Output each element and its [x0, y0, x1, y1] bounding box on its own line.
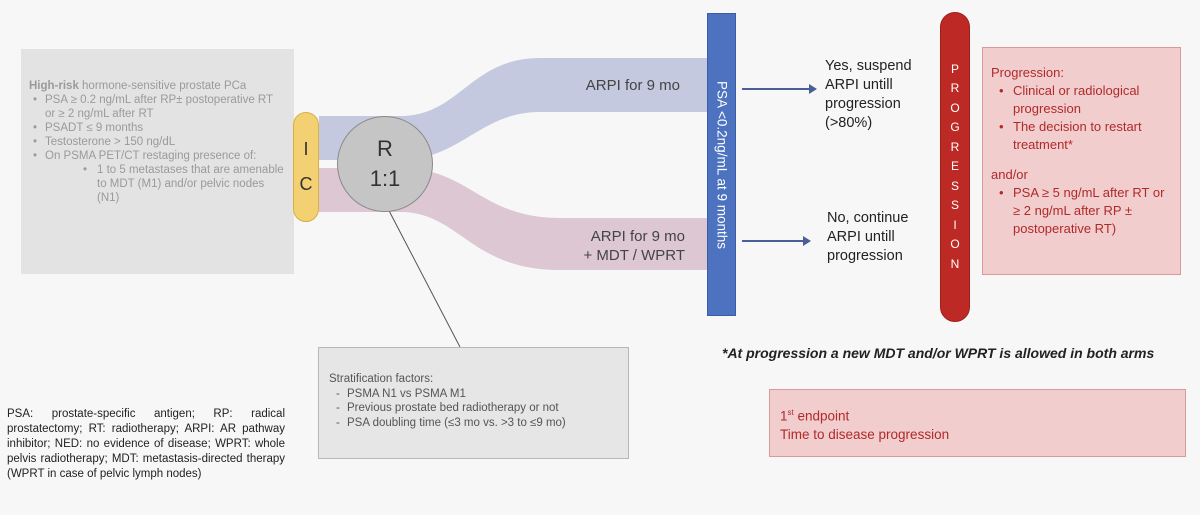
- randomization-circle: R 1:1: [337, 116, 433, 212]
- criteria-list-2: PSA ≥ 5 ng/mL after RT or ≥ 2 ng/mL afte…: [991, 184, 1172, 238]
- endpoint-title: 1st endpoint: [780, 408, 850, 424]
- criteria-item: Clinical or radiological progression: [999, 82, 1172, 118]
- progression-letter: O: [950, 100, 960, 115]
- criteria-item: PSA ≥ 5 ng/mL after RT or ≥ 2 ng/mL afte…: [999, 184, 1172, 238]
- lower-arm-line1: ARPI for 9 mo: [590, 228, 685, 245]
- psa-threshold-bar: PSA <0.2ng/mL at 9 months: [707, 13, 736, 316]
- inclusion-criteria-box: High-risk hormone-sensitive prostate PCa…: [21, 49, 294, 274]
- yes-arrow: [742, 84, 817, 94]
- progression-letter: N: [950, 256, 960, 271]
- yes-outcome-line: progression: [825, 96, 901, 112]
- criteria-andor: and/or: [991, 167, 1028, 182]
- stratification-item: PSA doubling time (≤3 mo vs. >3 to ≤9 mo…: [336, 416, 618, 431]
- inclusion-item: On PSMA PET/CT restaging presence of:: [33, 149, 286, 163]
- criteria-title: Progression:: [991, 65, 1064, 80]
- progression-footnote: *At progression a new MDT and/or WPRT is…: [722, 345, 1155, 361]
- criteria-item: The decision to restart treatment*: [999, 118, 1172, 154]
- randomization-letter: R: [377, 136, 393, 161]
- ic-letter-c: C: [299, 174, 313, 194]
- no-outcome-line: No, continue: [827, 210, 909, 226]
- progression-letter: P: [950, 61, 959, 76]
- progression-letter: S: [950, 178, 959, 193]
- inclusion-sublist: 1 to 5 metastases that are amenable to M…: [29, 163, 286, 205]
- psa-threshold-label: PSA <0.2ng/mL at 9 months: [714, 80, 729, 249]
- no-arrow: [742, 236, 811, 246]
- yes-outcome-line: (>80%): [825, 115, 873, 131]
- no-outcome-line: progression: [827, 248, 903, 264]
- upper-arm-label: ARPI for 9 mo: [585, 77, 680, 94]
- stratification-box: Stratification factors: PSMA N1 vs PSMA …: [318, 347, 629, 459]
- inclusion-title: High-risk hormone-sensitive prostate PCa: [29, 80, 247, 92]
- inclusion-item: Testosterone > 150 ng/dL: [33, 135, 286, 149]
- progression-letter: G: [950, 120, 960, 135]
- yes-outcome: Yes, suspend ARPI untill progression (>8…: [825, 57, 912, 133]
- criteria-list: Clinical or radiological progression The…: [991, 82, 1172, 154]
- progression-letter: S: [950, 198, 959, 213]
- progression-letter: R: [950, 81, 960, 96]
- no-outcome: No, continue ARPI untill progression: [827, 209, 908, 266]
- inclusion-item: PSADT ≤ 9 months: [33, 121, 286, 135]
- abbreviations-legend: PSA: prostate-specific antigen; RP: radi…: [7, 408, 285, 480]
- inclusion-list: PSA ≥ 0.2 ng/mL after RP± postoperative …: [29, 93, 286, 163]
- progression-letter: R: [950, 139, 960, 154]
- stratification-connector: [384, 202, 461, 348]
- inclusion-subitem: 1 to 5 metastases that are amenable to M…: [83, 163, 286, 205]
- stratification-list: PSMA N1 vs PSMA M1 Previous prostate bed…: [329, 387, 618, 431]
- stratification-item: Previous prostate bed radiotherapy or no…: [336, 401, 618, 416]
- progression-letter: E: [950, 159, 959, 174]
- progression-criteria-box: Progression: Clinical or radiological pr…: [982, 47, 1181, 275]
- progression-letter: O: [950, 237, 960, 252]
- lower-arm-label: ARPI for 9 mo + MDT / WPRT: [555, 227, 685, 265]
- progression-letter: I: [953, 217, 957, 232]
- inclusion-item: PSA ≥ 0.2 ng/mL after RP± postoperative …: [33, 93, 286, 121]
- randomization-ratio: 1:1: [369, 166, 401, 191]
- yes-outcome-line: ARPI untill: [825, 77, 893, 93]
- endpoint-description: Time to disease progression: [780, 426, 950, 442]
- lower-arm-line2: + MDT / WPRT: [583, 247, 685, 264]
- informed-consent-pill: I C: [293, 112, 319, 222]
- stratification-item: PSMA N1 vs PSMA M1: [336, 387, 618, 402]
- primary-endpoint-box: 1st endpoint Time to disease progression: [769, 389, 1186, 457]
- ic-letter-i: I: [303, 139, 309, 159]
- no-outcome-line: ARPI untill: [827, 229, 895, 245]
- yes-outcome-line: Yes, suspend: [825, 58, 912, 74]
- stratification-title: Stratification factors:: [329, 373, 434, 385]
